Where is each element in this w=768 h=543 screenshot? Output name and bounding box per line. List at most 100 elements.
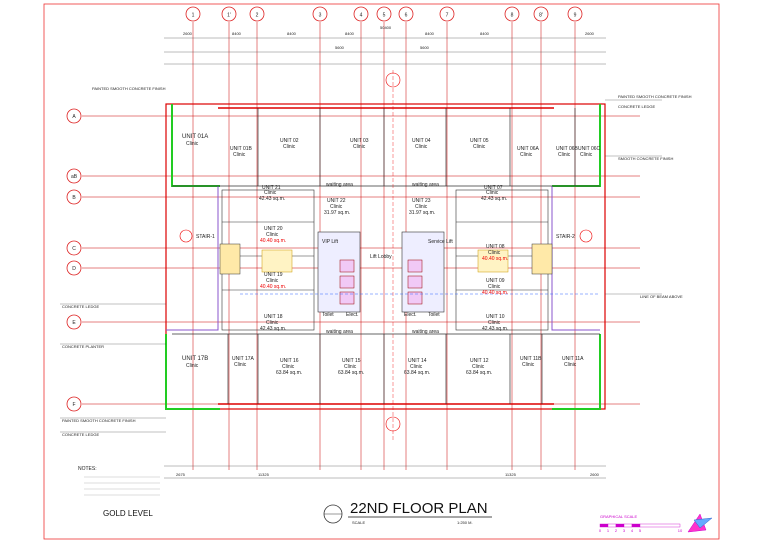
- stair-2-label: STAIR-2: [556, 234, 575, 240]
- unit-21-use: Clinic: [264, 190, 277, 196]
- unit-14-label: UNIT 14: [408, 358, 427, 364]
- grid-bubble-col-4: [312, 6, 328, 22]
- grid-label-col-4: 3: [319, 13, 322, 19]
- grid-bubble-row-2: [66, 168, 82, 184]
- dim-top-4: 8400: [345, 31, 355, 36]
- unit-16-use: Clinic: [282, 364, 295, 370]
- unit-18-label: UNIT 18: [264, 314, 283, 320]
- unit-15-area: 63.84 sq.m.: [338, 370, 364, 376]
- scale-segment: [615, 523, 625, 528]
- grid-bubble-row-1: [66, 108, 82, 124]
- unit-17a-use: Clinic: [234, 362, 247, 368]
- scale-segment: [607, 523, 617, 528]
- dim-top-6: 8400: [480, 31, 490, 36]
- grid-label-row-6: E: [72, 320, 76, 326]
- unit-08-use: Clinic: [488, 250, 501, 256]
- unit-19-use: Clinic: [266, 278, 279, 284]
- unit-21-area: 42.43 sq.m.: [259, 196, 285, 202]
- grid-label-row-2: aB: [71, 174, 78, 180]
- unit-09-area: 40.40 sq.m.: [482, 290, 508, 296]
- dim-bot-1: 2675: [176, 472, 186, 477]
- grid-bubble-col-9: [504, 6, 520, 22]
- elect-right-label: Elect.: [404, 312, 417, 318]
- unit-01b-label: UNIT 01B: [230, 146, 253, 152]
- level-label: GOLD LEVEL: [103, 509, 153, 518]
- dim-mid-1: 5600: [335, 45, 345, 50]
- sheet-border: [43, 3, 720, 540]
- unit-11b-use: Clinic: [522, 362, 535, 368]
- unit-05-use: Clinic: [473, 144, 486, 150]
- grid-label-row-3: B: [72, 195, 76, 201]
- scale-tick-10: 10: [678, 528, 683, 533]
- unit-07-label: UNIT 07: [484, 185, 503, 191]
- vip-lift-label: VIP Lift: [322, 239, 339, 245]
- unit-19-area: 40.40 sq.m.: [260, 284, 286, 290]
- annotation-left-2: CONCRETE LEDGE: [62, 304, 99, 309]
- section-markers: [179, 70, 593, 440]
- room-labels: UNIT 01A Clinic UNIT 01B Clinic UNIT 02 …: [182, 134, 601, 376]
- waiting-area-bottom-left: waiting area: [326, 329, 353, 335]
- scale-label: SCALE: [352, 520, 365, 525]
- grid-label-col-10: 8': [539, 13, 543, 19]
- unit-17a-label: UNIT 17A: [232, 356, 255, 362]
- graphical-scale-label: GRAPHICAL SCALE: [600, 514, 638, 519]
- dim-bot-3: 11325: [505, 472, 517, 477]
- dim-top-2: 8400: [232, 31, 242, 36]
- notes-label: NOTES:: [78, 466, 97, 472]
- grid-bubble-col-11: [567, 6, 583, 22]
- grid-label-col-11: 9: [574, 13, 577, 19]
- scale-segment: [639, 523, 681, 528]
- unit-06a-use: Clinic: [520, 152, 533, 158]
- grid-bubble-col-8: [439, 6, 455, 22]
- unit-10-mid-use: Clinic: [488, 320, 501, 326]
- dim-bot-2: 11325: [258, 472, 270, 477]
- dim-top-7: 2600: [585, 31, 595, 36]
- drawing-title: 22ND FLOOR PLAN: [350, 500, 488, 517]
- unit-09-use: Clinic: [488, 284, 501, 290]
- grid-label-row-1: A: [72, 114, 76, 120]
- unit-02-label: UNIT 02: [280, 138, 299, 144]
- grid-bubble-row-4: [66, 240, 82, 256]
- grid-label-col-3: 2: [256, 13, 259, 19]
- scale-tick-1: 1: [607, 528, 610, 533]
- unit-20-label: UNIT 20: [264, 226, 283, 232]
- scale-tick-2: 2: [615, 528, 618, 533]
- unit-17b-use: Clinic: [186, 363, 199, 369]
- scale-tick-3: 3: [623, 528, 626, 533]
- unit-05-label: UNIT 05: [470, 138, 489, 144]
- scale-segment: [631, 523, 641, 528]
- grid-bubble-col-7: [398, 6, 414, 22]
- unit-15-label: UNIT 15: [342, 358, 361, 364]
- unit-07-area: 42.43 sq.m.: [481, 196, 507, 202]
- unit-03-use: Clinic: [353, 144, 366, 150]
- unit-22-use: Clinic: [330, 204, 343, 210]
- toilet-left-label: Toilet: [322, 312, 334, 318]
- unit-01a-use: Clinic: [186, 141, 199, 147]
- unit-08-area: 40.40 sq.m.: [482, 256, 508, 262]
- grid-label-col-1: 1: [192, 13, 195, 19]
- unit-22-label: UNIT 22: [327, 198, 346, 204]
- lift-lobby-label: Lift Lobby: [370, 254, 392, 260]
- scale-tick-5: 5: [639, 528, 642, 533]
- dim-top-5: 8400: [425, 31, 435, 36]
- annotation-left-1: PAINTED SMOOTH CONCRETE FINISH: [92, 86, 166, 91]
- unit-20-area: 40.40 sq.m.: [260, 238, 286, 244]
- dim-mid-2: 5600: [420, 45, 430, 50]
- grid-label-col-7: 6: [405, 13, 408, 19]
- unit-06b-label: UNIT 06B: [556, 146, 579, 152]
- grid-label-row-5: D: [72, 266, 76, 272]
- grid-bubble-row-5: [66, 260, 82, 276]
- toilet-right-label: Toilet: [428, 312, 440, 318]
- grid-bubble-row-7: [66, 396, 82, 412]
- stair-1-label: STAIR-1: [196, 234, 215, 240]
- unit-07-use: Clinic: [486, 190, 499, 196]
- unit-06c-label: UNIT 06C: [578, 146, 601, 152]
- annotation-right-1: PAINTED SMOOTH CONCRETE FINISH: [618, 94, 692, 99]
- unit-06b-use: Clinic: [558, 152, 571, 158]
- waiting-area-top-right: waiting area: [412, 182, 439, 188]
- grid-label-col-8: 7: [446, 13, 449, 19]
- grid-bubble-col-5: [353, 6, 369, 22]
- north-arrow-icon: [687, 513, 713, 533]
